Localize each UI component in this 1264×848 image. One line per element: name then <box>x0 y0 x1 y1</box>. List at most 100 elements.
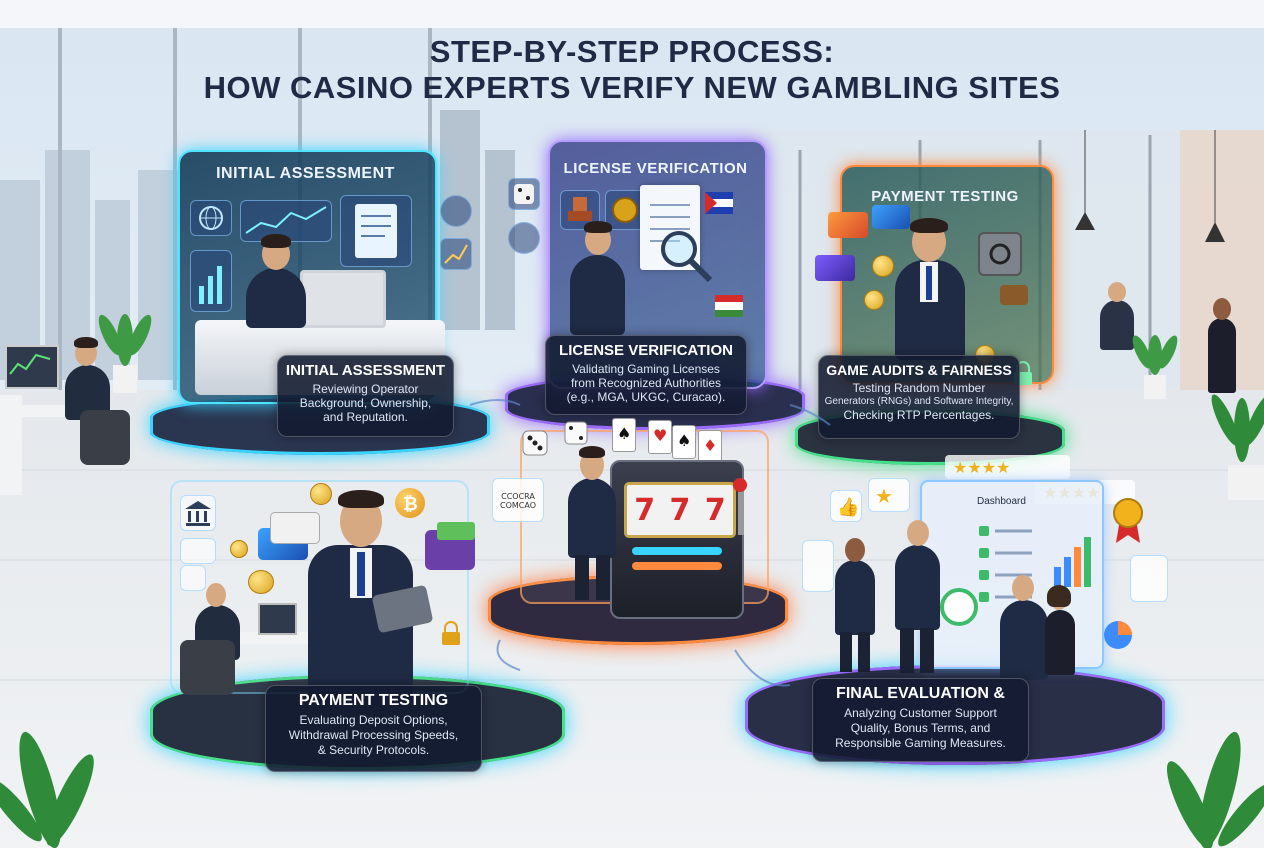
slot-reel-3: 7 <box>704 492 726 528</box>
plant-bottom-left <box>0 731 94 848</box>
card-small-icon <box>180 538 216 564</box>
seal-icon <box>605 190 645 230</box>
plant-left <box>98 314 152 393</box>
wallet-icon-2 <box>425 522 475 570</box>
seal-certificate: CCOCRA COMCAO <box>492 478 544 522</box>
wallet-icon <box>1000 285 1028 305</box>
slot-reel-1: 7 <box>634 492 656 528</box>
dice-icon-2 <box>520 428 550 458</box>
card-initial-line-1: Reviewing Operator <box>312 382 419 396</box>
card-game-line-3: Checking RTP Percentages. <box>843 408 995 422</box>
svg-text:♠: ♠ <box>617 424 631 443</box>
playing-card-icon-2: ♥ <box>648 420 672 454</box>
card-final-line-3: Responsible Gaming Measures. <box>835 736 1006 750</box>
card-payment-testing: PAYMENT TESTING Evaluating Deposit Optio… <box>265 685 482 772</box>
card-initial-line-2: Background, Ownership, <box>299 396 432 410</box>
card-final-title: FINAL EVALUATION & <box>836 685 1005 702</box>
laptop-icon <box>258 603 297 635</box>
card-license-line-2: from Recognized Authorities <box>570 376 722 390</box>
rating-stars-1: ★★★★ <box>945 455 1070 479</box>
checklist-icon <box>802 540 834 592</box>
bitcoin-icon: ₿ <box>395 488 425 518</box>
plant-right-back <box>1132 335 1178 399</box>
card-initial-assessment: INITIAL ASSESSMENT Reviewing Operator Ba… <box>277 355 454 437</box>
slot-lever <box>738 485 744 535</box>
card-initial-title: INITIAL ASSESSMENT <box>285 362 446 379</box>
credit-card-icon-2 <box>872 205 910 229</box>
page-title-line-1: STEP-BY-STEP PROCESS: <box>429 34 835 69</box>
slot-machine-icon: 7 7 7 <box>610 460 744 619</box>
svg-text:♥: ♥ <box>653 426 667 445</box>
card-final-evaluation: FINAL EVALUATION & Analyzing Customer Su… <box>812 678 1029 762</box>
card-payment-line-2: Withdrawal Processing Speeds, <box>288 728 459 742</box>
badge-icon <box>440 195 472 227</box>
document-icon <box>340 195 412 267</box>
svg-text:♠: ♠ <box>677 431 691 450</box>
credit-card-icon-5 <box>270 512 320 544</box>
cabinet-left <box>0 395 22 495</box>
panel-payment-top-header: PAYMENT TESTING <box>871 188 1019 205</box>
playing-card-icon-4: ♦ <box>698 430 722 464</box>
page-title-line-2: HOW CASINO EXPERTS VERIFY NEW GAMBLING S… <box>203 70 1061 105</box>
thumbs-up-icon: 👍 <box>830 490 862 522</box>
license-document <box>640 185 700 270</box>
flag-icon-2 <box>715 295 743 317</box>
svg-text:★: ★ <box>875 484 893 508</box>
playing-card-icon-3: ♠ <box>672 425 696 459</box>
dice-icon-3 <box>563 420 589 446</box>
card-payment-line-3: & Security Protocols. <box>317 743 430 757</box>
plant-right <box>1211 394 1264 500</box>
slot-reel-2: 7 <box>669 492 691 528</box>
star-icon: ★ <box>868 478 910 512</box>
slot-lever-knob <box>733 478 747 492</box>
playing-card-icon: ♠ <box>612 418 636 452</box>
shield-icon <box>180 565 206 591</box>
panel-initial-header: INITIAL ASSESSMENT <box>216 165 395 182</box>
coin-icon <box>872 255 894 277</box>
chart-up-icon <box>440 238 472 270</box>
office-chair <box>180 640 235 695</box>
globe-icon <box>190 200 232 236</box>
bank-icon <box>180 495 216 531</box>
coin-icon-5 <box>230 540 248 558</box>
seal-certificate-text: CCOCRA COMCAO <box>500 492 536 510</box>
card-final-line-2: Quality, Bonus Terms, and <box>850 721 991 735</box>
lock-icon-2 <box>440 620 462 646</box>
dashboard-title: Dashboard <box>977 496 1026 507</box>
svg-text:₿: ₿ <box>403 494 418 515</box>
plant-bottom-right <box>1166 731 1264 848</box>
svg-text:👍: 👍 <box>837 496 859 518</box>
card-initial-line-3: and Reputation. <box>323 410 408 424</box>
flag-icon <box>705 192 733 214</box>
document-icon-2 <box>1130 555 1168 602</box>
card-game-line-2: Generators (RNGs) and Software Integrity… <box>824 396 1014 407</box>
credit-card-icon-3 <box>815 255 855 281</box>
chart-icon <box>190 250 232 312</box>
gauge-icon <box>940 588 978 626</box>
svg-text:★★★★: ★★★★ <box>953 458 1010 477</box>
pie-chart-icon <box>1100 615 1136 655</box>
card-game-audits: GAME AUDITS & FAIRNESS Testing Random Nu… <box>818 355 1020 439</box>
panel-license-header: LICENSE VERIFICATION <box>563 160 748 177</box>
card-license-verification: LICENSE VERIFICATION Validating Gaming L… <box>545 335 747 415</box>
coin-icon-2 <box>864 290 884 310</box>
card-game-line-1: Testing Random Number <box>852 381 986 395</box>
magnifier-icon <box>655 225 715 285</box>
coin-icon-4 <box>310 483 332 505</box>
card-final-line-1: Analyzing Customer Support <box>844 706 997 720</box>
card-payment-title: PAYMENT TESTING <box>298 692 449 709</box>
card-game-title: GAME AUDITS & FAIRNESS <box>826 362 1012 378</box>
credit-card-icon <box>828 212 868 238</box>
medal-icon <box>1108 495 1148 545</box>
office-chair-left <box>80 410 130 465</box>
card-license-line-1: Validating Gaming Licenses <box>572 362 720 376</box>
coin-icon-6 <box>248 570 274 594</box>
svg-text:♦: ♦ <box>703 436 717 455</box>
safe-icon <box>978 232 1022 276</box>
dice-icon <box>508 178 540 210</box>
card-license-line-3: (e.g., MGA, UKGC, Curacao). <box>566 390 726 404</box>
coin-icon-top <box>508 222 540 254</box>
card-payment-line-1: Evaluating Deposit Options, <box>299 713 448 727</box>
